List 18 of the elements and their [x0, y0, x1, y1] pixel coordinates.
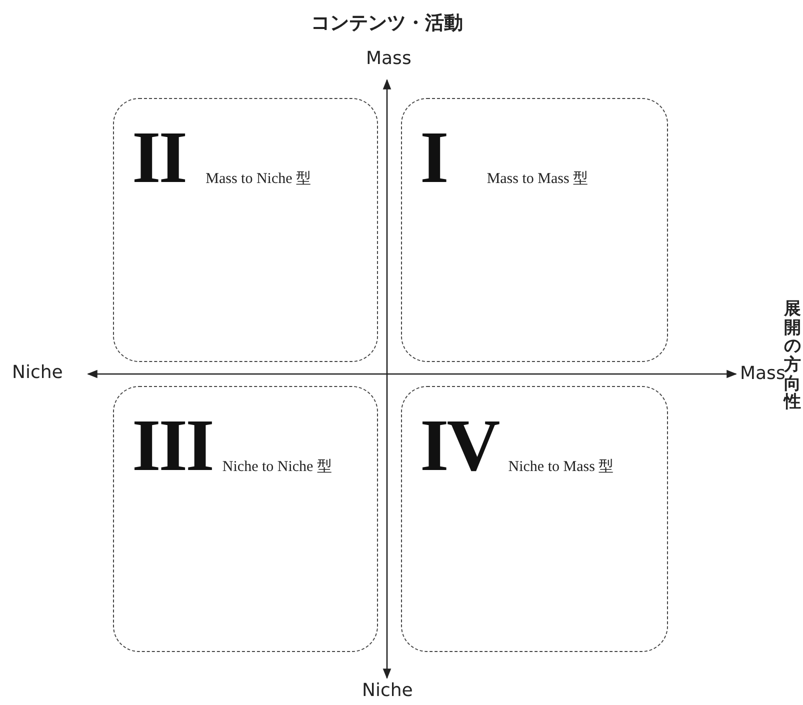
quadrant-box — [113, 98, 378, 362]
roman-numeral: II — [132, 129, 187, 188]
roman-numeral: III — [132, 417, 214, 476]
roman-numeral: IV — [420, 417, 500, 476]
quadrant-box — [401, 98, 668, 362]
axis-title: コンテンツ・活動 — [310, 11, 464, 36]
axis-label: Mass — [366, 48, 412, 69]
quadrant-label: Niche to Niche 型 — [222, 458, 332, 476]
quadrant-box — [113, 386, 378, 652]
quadrant-label: Mass to Mass 型 — [486, 170, 588, 188]
axis-title: 展開の方向性 — [784, 300, 801, 412]
quadrant-label: Niche to Mass 型 — [508, 458, 614, 476]
axis-label: Mass — [740, 363, 786, 384]
quadrant-label: Mass to Niche 型 — [206, 170, 312, 188]
axis-label: Niche — [12, 362, 63, 383]
axis-label: Niche — [362, 680, 413, 701]
roman-numeral: I — [420, 129, 448, 188]
quadrant-box — [401, 386, 668, 652]
